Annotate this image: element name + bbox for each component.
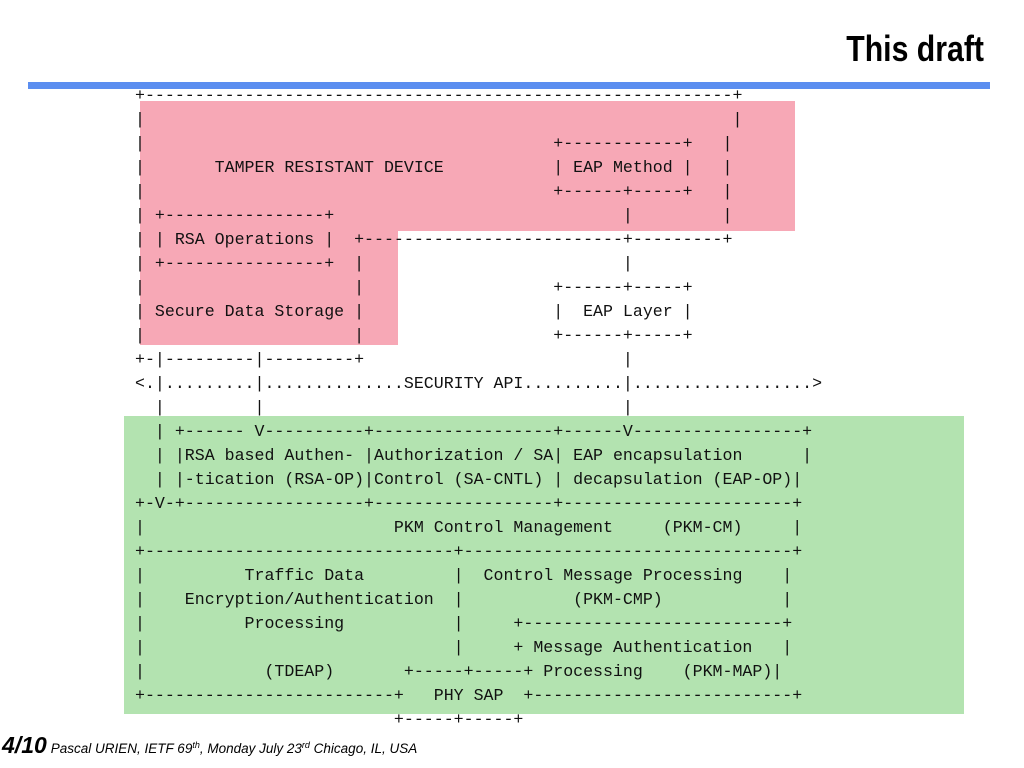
page-number-current: 4 [2, 732, 15, 758]
secure-device-region-lower [140, 231, 398, 345]
title-underline [28, 82, 990, 89]
secure-device-region-upper [140, 101, 795, 231]
footer-ordinal-th: th [192, 740, 200, 750]
ascii-architecture-diagram: +---------------------------------------… [135, 86, 823, 729]
page-number-separator: / [14, 732, 22, 758]
page-number-total: 10 [21, 732, 47, 758]
footer-location: Chicago, IL, USA [309, 741, 418, 756]
footer-date: , Monday July 23 [199, 741, 302, 756]
footer-author-event: Pascal URIEN, IETF 69 [50, 741, 193, 756]
slide-title: This draft [846, 28, 984, 69]
pkm-stack-region [124, 416, 964, 714]
footer-ordinal-rd: rd [301, 740, 310, 750]
footer-credit: Pascal URIEN, IETF 69th, Monday July 23r… [50, 740, 418, 757]
